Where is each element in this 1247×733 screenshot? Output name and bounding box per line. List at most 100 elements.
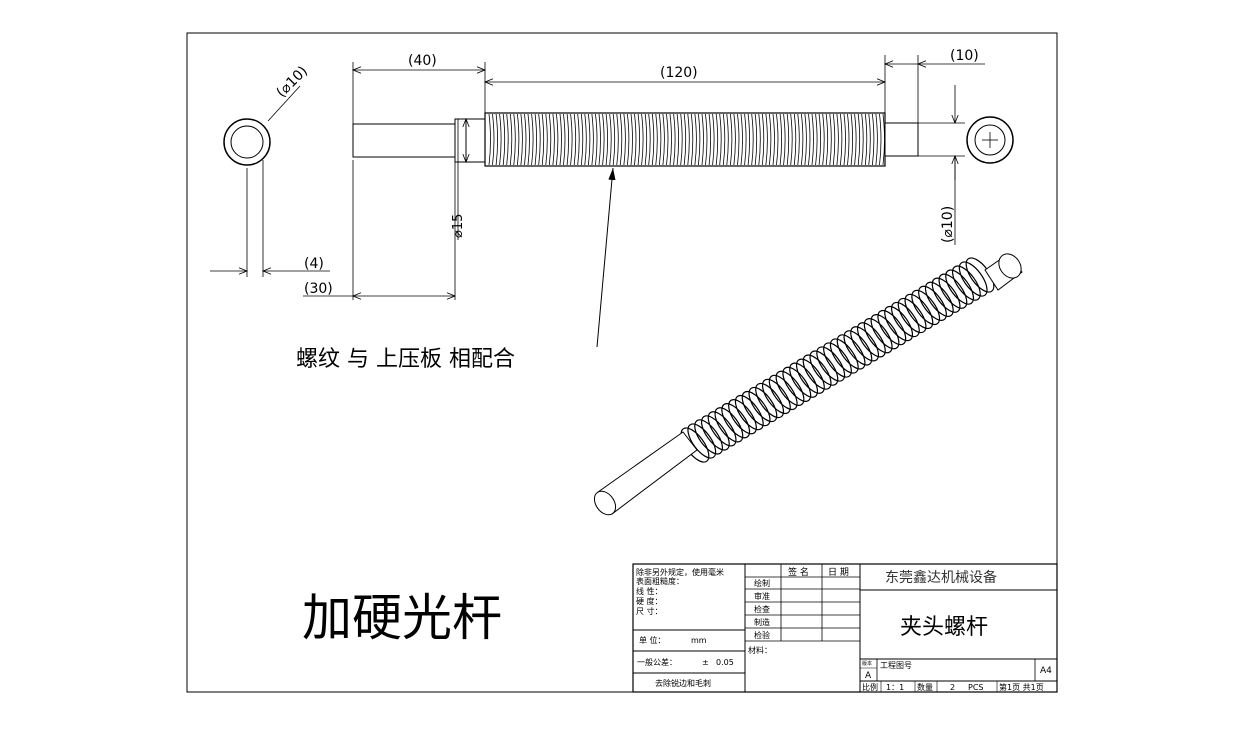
- iso-shaft-left: [593, 431, 698, 516]
- thread-ridge: [602, 113, 608, 166]
- dim-left-end-diameter: (⌀10): [274, 63, 312, 101]
- thread-ridge: [737, 113, 743, 166]
- column-sign: 签 名: [788, 566, 809, 578]
- iso-thread-ring: [782, 366, 812, 402]
- thread-ridge: [680, 113, 687, 166]
- thread-ridge: [758, 113, 765, 166]
- left-end-view: [223, 85, 301, 166]
- iso-thread-ring: [755, 382, 785, 419]
- iso-thread-ring: [829, 338, 859, 374]
- iso-thread-ring: [938, 273, 968, 309]
- iso-thread-ring: [843, 330, 873, 366]
- thread-ridge: [808, 113, 814, 166]
- thread-ridge: [666, 113, 672, 166]
- right-diameter-dimension: [918, 85, 965, 245]
- thread-ridge: [545, 113, 552, 166]
- thread-ridge: [857, 113, 864, 166]
- thread-ridge: [623, 113, 630, 166]
- thread-ridge: [694, 113, 701, 166]
- iso-thread-ring: [911, 289, 941, 326]
- role-check: 检查: [754, 604, 770, 614]
- thread-ridge: [630, 113, 637, 166]
- part-hardened-label: 加硬光杆: [302, 589, 502, 647]
- dim-shaft-left-length: (40): [408, 53, 437, 69]
- iso-thread-ring: [823, 342, 852, 378]
- paper-size: A4: [1040, 666, 1052, 676]
- thread-ridges: [488, 113, 885, 166]
- thread-ridge: [588, 113, 594, 166]
- scale-value: 1：1: [886, 683, 904, 692]
- revision-value: A: [865, 671, 872, 681]
- role-inspect: 检验: [754, 630, 770, 640]
- iso-thread-ring: [734, 394, 764, 431]
- thread-ridge: [644, 113, 651, 166]
- thread-ridge: [708, 113, 715, 166]
- thread-ridge: [687, 113, 694, 166]
- iso-shaft-right: [984, 253, 1023, 291]
- thread-ridge: [815, 113, 821, 166]
- thread-ridge: [531, 113, 537, 166]
- thread-ridge: [509, 113, 516, 166]
- drawing-number-label: 工程图号: [880, 661, 912, 670]
- iso-thread-ring: [850, 326, 880, 362]
- thread-ridge: [722, 113, 729, 166]
- quantity-label: 数量: [917, 682, 933, 692]
- iso-thread-ring: [945, 269, 975, 305]
- iso-thread-ring: [924, 281, 954, 317]
- top-dimension-lines: [351, 55, 985, 124]
- thread-ridge: [609, 113, 616, 166]
- iso-thread-ring: [795, 358, 825, 394]
- thread-ridge: [595, 113, 601, 166]
- iso-thread-ring: [904, 293, 934, 330]
- drawing-border: [186, 32, 1058, 693]
- iso-thread-ring: [884, 305, 914, 342]
- deburr-note: 去除锐边和毛刺: [655, 678, 711, 688]
- iso-thread-ring: [918, 285, 947, 321]
- iso-thread-ring: [700, 415, 730, 451]
- isometric-view: [593, 253, 1023, 516]
- iso-thread-ring: [877, 309, 907, 346]
- part-name: 夹头螺杆: [900, 615, 988, 640]
- sheet-info: 第1页 共1页: [999, 682, 1044, 692]
- thread-ridge: [502, 113, 509, 166]
- iso-thread-ring: [958, 261, 988, 297]
- thread-ridge: [616, 113, 623, 166]
- right-end-view: [966, 116, 1014, 164]
- iso-thread-ring: [721, 403, 751, 439]
- thread-ridge: [872, 113, 878, 166]
- thread-ridge: [836, 113, 843, 166]
- thread-ridge: [715, 113, 722, 166]
- column-date: 日 期: [828, 567, 849, 578]
- thread-ridge: [864, 113, 871, 166]
- thread-ridge: [651, 113, 658, 166]
- thread-ridge: [793, 113, 800, 166]
- thread-ridge: [524, 113, 530, 166]
- tolerance-label: 一般公差：: [637, 657, 677, 667]
- thread-ridge: [822, 113, 829, 166]
- dim-right-end-diameter: (⌀10): [940, 206, 956, 243]
- iso-thread-ring: [863, 318, 893, 354]
- thread-ridge: [538, 113, 545, 166]
- note-leader-line: [596, 167, 616, 348]
- thread-ridge: [673, 113, 679, 166]
- thread-ridge: [730, 113, 736, 166]
- thread-ridge: [580, 113, 587, 166]
- quantity-value: 2: [950, 683, 955, 692]
- material-label: 材料：: [748, 645, 772, 655]
- thread-ridge: [829, 113, 836, 166]
- requirement-line-1: 除非另外规定，使用毫米: [636, 567, 724, 577]
- thread-ridge: [801, 113, 807, 166]
- tolerance-value: 0.05: [716, 658, 734, 667]
- iso-thread-ring: [707, 411, 737, 447]
- iso-thread-ring: [951, 265, 981, 301]
- iso-thread-ring: [856, 322, 886, 358]
- thread-ridge: [744, 113, 750, 166]
- dim-step-offset: (4): [304, 256, 324, 272]
- tolerance-plus-minus: ±: [702, 658, 709, 667]
- thread-ridge: [637, 113, 644, 166]
- thread-ridge: [772, 113, 779, 166]
- iso-thread-ring: [714, 407, 744, 443]
- dim-thread-diameter: ⌀15: [451, 214, 466, 238]
- thread-ridge: [779, 113, 786, 166]
